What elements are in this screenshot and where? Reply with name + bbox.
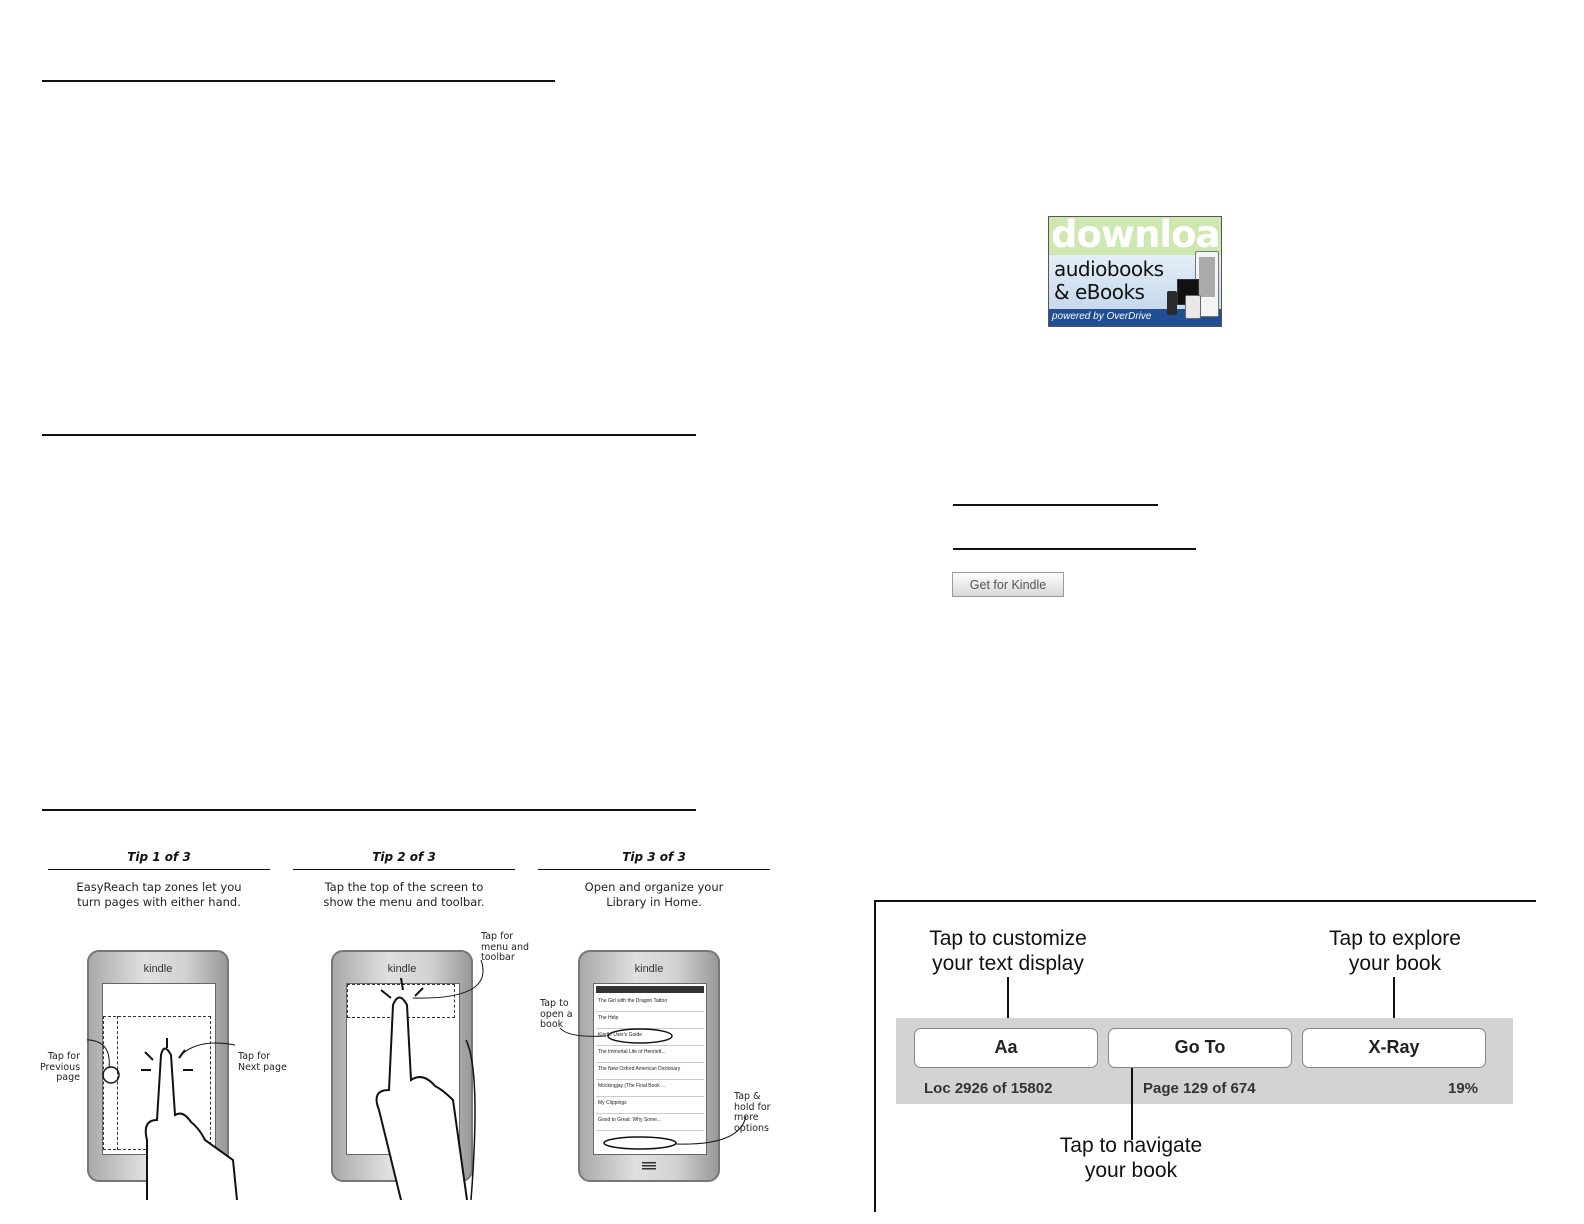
section-rule-3 — [42, 809, 696, 811]
tip-1-desc-line-1: EasyReach tap zones let you — [76, 880, 242, 894]
banner-powered-by: powered by OverDrive — [1052, 311, 1152, 322]
list-item[interactable]: The New Oxford American Dictionary — [596, 1063, 704, 1080]
tip-3-callouts — [559, 1027, 747, 1150]
list-item[interactable]: The Help — [596, 1012, 704, 1029]
tip-2-title: Tip 2 of 3 — [372, 850, 436, 864]
section-rule-2 — [42, 434, 696, 436]
tip-2-desc-line-1: Tap the top of the screen to — [324, 880, 484, 894]
go-to-button[interactable]: Go To — [1108, 1028, 1292, 1068]
list-item[interactable]: My Clippings — [596, 1097, 704, 1114]
caption-navigate: Tap to navigate your book — [1059, 1134, 1203, 1182]
tip-3-rule — [538, 869, 770, 870]
page-readout: Page 129 of 674 — [1143, 1080, 1256, 1097]
overdrive-banner[interactable]: download audiobooks & eBooks powered by … — [1048, 216, 1222, 327]
tip-2-rule — [293, 869, 515, 870]
section-rule-1 — [42, 80, 555, 82]
list-item[interactable]: Mockingjay (The Final Book ... — [596, 1080, 704, 1097]
list-item[interactable]: The Girl with the Dragon Tattoo — [596, 995, 704, 1012]
list-item[interactable]: The Immortal Life of Henriett... — [596, 1046, 704, 1063]
annotation-previous-page: Tap for Previous page — [40, 1051, 81, 1083]
home-status-bar — [596, 986, 704, 993]
annotation-next-page: Tap for Next page — [238, 1051, 287, 1073]
caption-explore: Tap to explore your book — [1329, 927, 1461, 975]
home-library-list: The Girl with the Dragon Tattoo The Help… — [596, 986, 704, 1131]
get-for-kindle-button[interactable]: Get for Kindle — [952, 572, 1064, 597]
kindle-brand-label: kindle — [634, 963, 664, 975]
banner-audiobooks-text: audiobooks — [1054, 257, 1164, 281]
previous-page-zone — [117, 1016, 118, 1150]
home-button-icon — [642, 1162, 656, 1171]
annotation-open-book: Tap to open a book — [540, 998, 573, 1030]
pointer-line-explore — [1393, 977, 1395, 1028]
toolbar-diagram-frame — [874, 900, 1536, 1212]
ipod-icon — [1185, 295, 1201, 319]
list-item[interactable]: Good to Great: Why Some... — [596, 1114, 704, 1131]
tip-1-hand-drawing — [87, 1038, 238, 1200]
pointer-line-customize — [1007, 977, 1009, 1028]
underline-rule-1 — [953, 504, 1158, 506]
kindle-device-tip-3: kindle The Girl with the Dragon Tattoo T… — [578, 950, 720, 1182]
percent-readout: 19% — [1448, 1080, 1479, 1097]
tip-3-desc-line-1: Open and organize your — [584, 880, 724, 894]
tip-1-desc-line-2: turn pages with either hand. — [77, 895, 241, 909]
tip-2-hand-drawing — [375, 960, 484, 1200]
tip-1-rule — [48, 869, 270, 870]
text-display-button[interactable]: Aa — [914, 1028, 1098, 1068]
tip-3-title: Tip 3 of 3 — [622, 850, 686, 864]
tip-3-desc-line-2: Library in Home. — [606, 895, 702, 909]
banner-ebooks-text: & eBooks — [1054, 280, 1145, 304]
tip-1-title: Tip 1 of 3 — [127, 850, 191, 864]
annotation-menu-toolbar: Tap for menu and toolbar — [481, 931, 530, 963]
banner-download-text: download — [1051, 216, 1221, 256]
kindle-screen-home: The Girl with the Dragon Tattoo The Help… — [593, 983, 707, 1155]
kindle-brand-label: kindle — [143, 963, 173, 975]
tip-2-desc-line-2: show the menu and toolbar. — [323, 895, 485, 909]
kindle-brand-label: kindle — [387, 963, 417, 975]
location-readout: Loc 2926 of 15802 — [924, 1080, 1053, 1097]
phone-icon — [1167, 291, 1177, 315]
list-item[interactable]: Kindle User's Guide — [596, 1029, 704, 1046]
pointer-line-navigate — [1131, 1068, 1133, 1140]
x-ray-button[interactable]: X-Ray — [1302, 1028, 1486, 1068]
annotation-hold-options: Tap & hold for more options — [734, 1091, 771, 1134]
caption-customize: Tap to customize your text display — [929, 927, 1087, 975]
underline-rule-2 — [953, 548, 1196, 550]
